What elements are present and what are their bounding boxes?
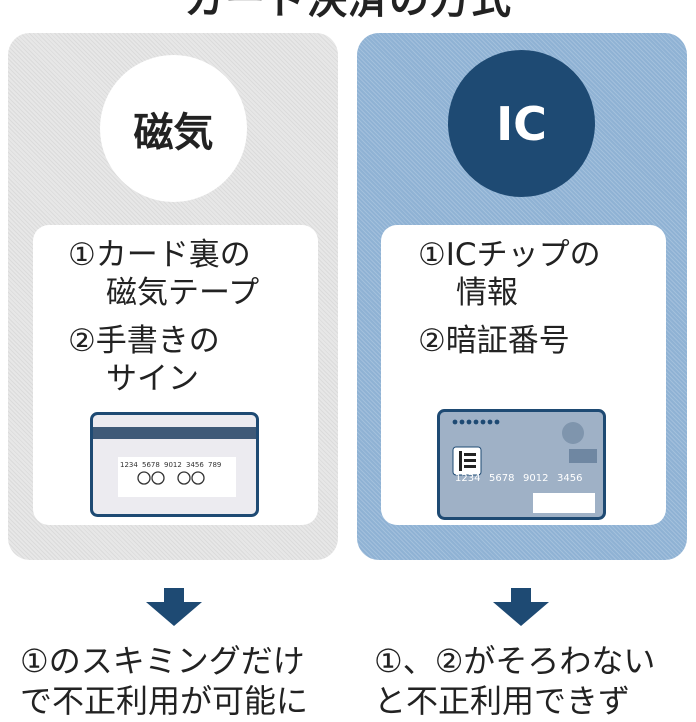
ic-conclusion-line2: と不正利用できず bbox=[374, 682, 631, 720]
magnetic-item2-line2: サイン bbox=[106, 361, 199, 397]
card-number-4: 3456 bbox=[186, 461, 204, 469]
magnetic-conclusion-line2: で不正利用が可能に bbox=[20, 682, 309, 720]
ic-card-number-1: 1234 bbox=[455, 473, 480, 484]
ic-card-white-strip bbox=[533, 493, 595, 513]
magnetic-card-illustration: 1234 5678 9012 3456 789 bbox=[90, 412, 259, 517]
diagram-title: カード決済の方式 bbox=[184, 0, 512, 23]
magnetic-item1-line2: 磁気テープ bbox=[106, 275, 260, 311]
signature-circle-icon bbox=[137, 471, 151, 485]
card-dot-icon bbox=[480, 419, 486, 425]
ic-card-number-3: 9012 bbox=[523, 473, 548, 484]
card-dot-icon bbox=[487, 419, 493, 425]
card-number-5: 789 bbox=[208, 461, 221, 469]
magnetic-item2-line1: ②手書きの bbox=[68, 323, 220, 359]
card-number-3: 9012 bbox=[164, 461, 182, 469]
left-down-arrow-icon bbox=[146, 588, 202, 626]
ic-item1-line1: ①ICチップの bbox=[418, 237, 601, 273]
card-dot-icon bbox=[466, 419, 472, 425]
magnetic-item1-line1: ①カード裏の bbox=[68, 237, 251, 273]
ic-conclusion-line1: ①、②がそろわない bbox=[374, 642, 656, 680]
right-down-arrow-icon bbox=[493, 588, 549, 626]
ic-chip-icon bbox=[452, 446, 482, 476]
card-number-2: 5678 bbox=[142, 461, 160, 469]
card-dot-icon bbox=[459, 419, 465, 425]
card-logo-block bbox=[569, 449, 597, 463]
card-dot-icon bbox=[452, 419, 458, 425]
magnetic-conclusion-line1: ①のスキミングだけ bbox=[20, 642, 305, 680]
signature-circle-icon bbox=[191, 471, 205, 485]
ic-card-number-4: 3456 bbox=[557, 473, 582, 484]
ic-label-circle: IC bbox=[448, 50, 595, 197]
ic-item1-line2: 情報 bbox=[456, 275, 518, 311]
ic-card-number-2: 5678 bbox=[489, 473, 514, 484]
card-number-1: 1234 bbox=[120, 461, 138, 469]
hologram-icon bbox=[562, 422, 584, 444]
ic-card-illustration: 1234 5678 9012 3456 bbox=[437, 409, 606, 520]
ic-item2-line1: ②暗証番号 bbox=[418, 323, 570, 359]
signature-circle-icon bbox=[177, 471, 191, 485]
magnetic-stripe bbox=[93, 427, 256, 439]
card-dot-icon bbox=[473, 419, 479, 425]
magnetic-label-circle: 磁気 bbox=[100, 55, 247, 202]
signature-circle-icon bbox=[151, 471, 165, 485]
card-dot-icon bbox=[494, 419, 500, 425]
